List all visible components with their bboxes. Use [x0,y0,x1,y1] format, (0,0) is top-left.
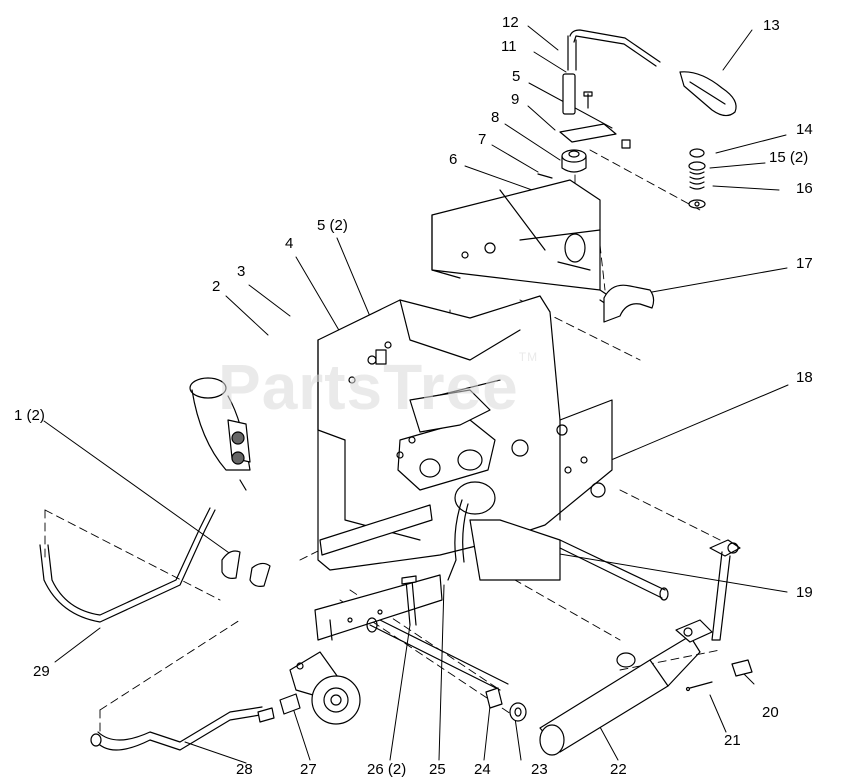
callout-17[interactable]: 17 [796,255,813,272]
callout-15[interactable]: 15 (2) [769,149,809,166]
callout-8[interactable]: 8 [491,109,500,126]
fitting-pump-head [279,651,361,725]
upper-bracket [431,179,607,305]
callout-7[interactable]: 7 [478,131,487,148]
bolt [401,575,417,626]
callout-21[interactable]: 21 [724,732,741,749]
callout-9[interactable]: 9 [511,91,520,108]
watermark-text: PartsTree [218,351,519,423]
callout-20[interactable]: 20 [762,704,779,721]
callout-22[interactable]: 22 [610,761,627,778]
callout-4[interactable]: 4 [285,235,294,252]
shift-lever [567,29,737,117]
link-rod [603,284,655,323]
callout-25[interactable]: 25 [429,761,446,778]
callout-19[interactable]: 19 [796,584,813,601]
callout-18[interactable]: 18 [796,369,813,386]
callout-23[interactable]: 23 [531,761,548,778]
hydraulic-pump [189,377,251,491]
callout-27[interactable]: 27 [300,761,317,778]
callout-5-pair[interactable]: 5 (2) [317,217,348,234]
callout-11[interactable]: 11 [501,38,517,55]
hydraulic-cylinder [539,619,713,756]
callout-29[interactable]: 29 [33,663,50,680]
callout-14[interactable]: 14 [796,121,813,138]
callout-16[interactable]: 16 [796,180,813,197]
control-valve [396,389,496,581]
callout-6[interactable]: 6 [449,151,458,168]
watermark: PartsTreeTM [218,350,538,424]
callout-2[interactable]: 2 [212,278,221,295]
pin-and-clip [685,659,753,692]
callout-13[interactable]: 13 [763,17,780,34]
hose-lines [39,507,275,751]
callout-1[interactable]: 1 (2) [14,407,45,424]
callout-5[interactable]: 5 [512,68,521,85]
spring-washers [688,148,706,209]
callout-12[interactable]: 12 [502,14,519,31]
lever-pivot-parts [537,73,631,203]
callout-3[interactable]: 3 [237,263,246,280]
lower-frame [366,519,741,691]
callout-28[interactable]: 28 [236,761,253,778]
callout-24[interactable]: 24 [474,761,491,778]
callout-26[interactable]: 26 (2) [367,761,407,778]
washer-bushing [485,687,527,722]
watermark-trademark: TM [518,350,539,364]
